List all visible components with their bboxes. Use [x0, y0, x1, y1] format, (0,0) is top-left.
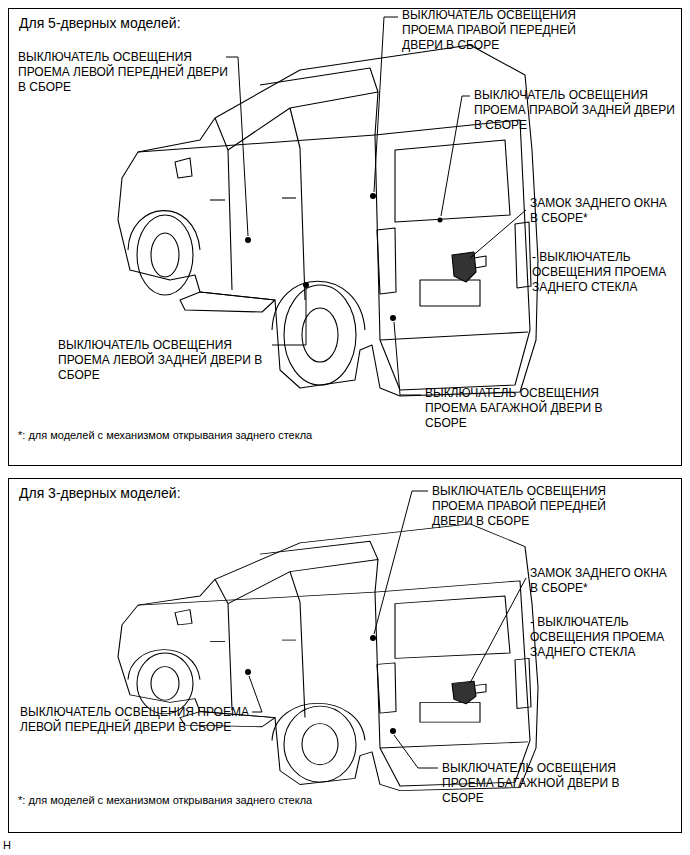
part-label: ВЫКЛЮЧАТЕЛЬ ОСВЕЩЕНИЯ ПРОЕМА ПРАВОЙ ЗАДН… [474, 88, 679, 133]
part-label: ВЫКЛЮЧАТЕЛЬ ОСВЕЩЕНИЯ ПРОЕМА БАГАЖНОЙ ДВ… [442, 761, 662, 806]
part-label: ВЫКЛЮЧАТЕЛЬ ОСВЕЩЕНИЯ ПРОЕМА ЛЕВОЙ ПЕРЕД… [20, 705, 250, 735]
part-label: - ВЫКЛЮЧАТЕЛЬ ОСВЕЩЕНИЯ ПРОЕМА ЗАДНЕГО С… [530, 615, 678, 660]
part-label: ВЫКЛЮЧАТЕЛЬ ОСВЕЩЕНИЯ ПРОЕМА ЛЕВОЙ ПЕРЕД… [18, 50, 233, 95]
part-label: - ВЫКЛЮЧАТЕЛЬ ОСВЕЩЕНИЯ ПРОЕМА ЗАДНЕГО С… [532, 250, 678, 295]
footnote: *: для моделей с механизмом открывания з… [18, 428, 438, 443]
footnote: *: для моделей с механизмом открывания з… [18, 793, 438, 808]
part-label: ВЫКЛЮЧАТЕЛЬ ОСВЕЩЕНИЯ ПРОЕМА ПРАВОЙ ПЕРЕ… [402, 8, 617, 53]
part-label: ВЫКЛЮЧАТЕЛЬ ОСВЕЩЕНИЯ ПРОЕМА ЛЕВОЙ ЗАДНЕ… [58, 338, 273, 383]
switch-markers [245, 193, 443, 734]
panel-heading: Для 5-дверных моделей: [19, 15, 681, 31]
suv-3-door [118, 524, 538, 791]
figure-code: H [3, 838, 23, 853]
part-label: ВЫКЛЮЧАТЕЛЬ ОСВЕЩЕНИЯ ПРОЕМА ПРАВОЙ ПЕРЕ… [432, 484, 647, 529]
part-label: ВЫКЛЮЧАТЕЛЬ ОСВЕЩЕНИЯ ПРОЕМА БАГАЖНОЙ ДВ… [425, 386, 645, 431]
part-label: ЗАМОК ЗАДНЕГО ОКНА В СБОРЕ* [530, 196, 678, 226]
part-label: ЗАМОК ЗАДНЕГО ОКНА В СБОРЕ* [530, 566, 678, 596]
